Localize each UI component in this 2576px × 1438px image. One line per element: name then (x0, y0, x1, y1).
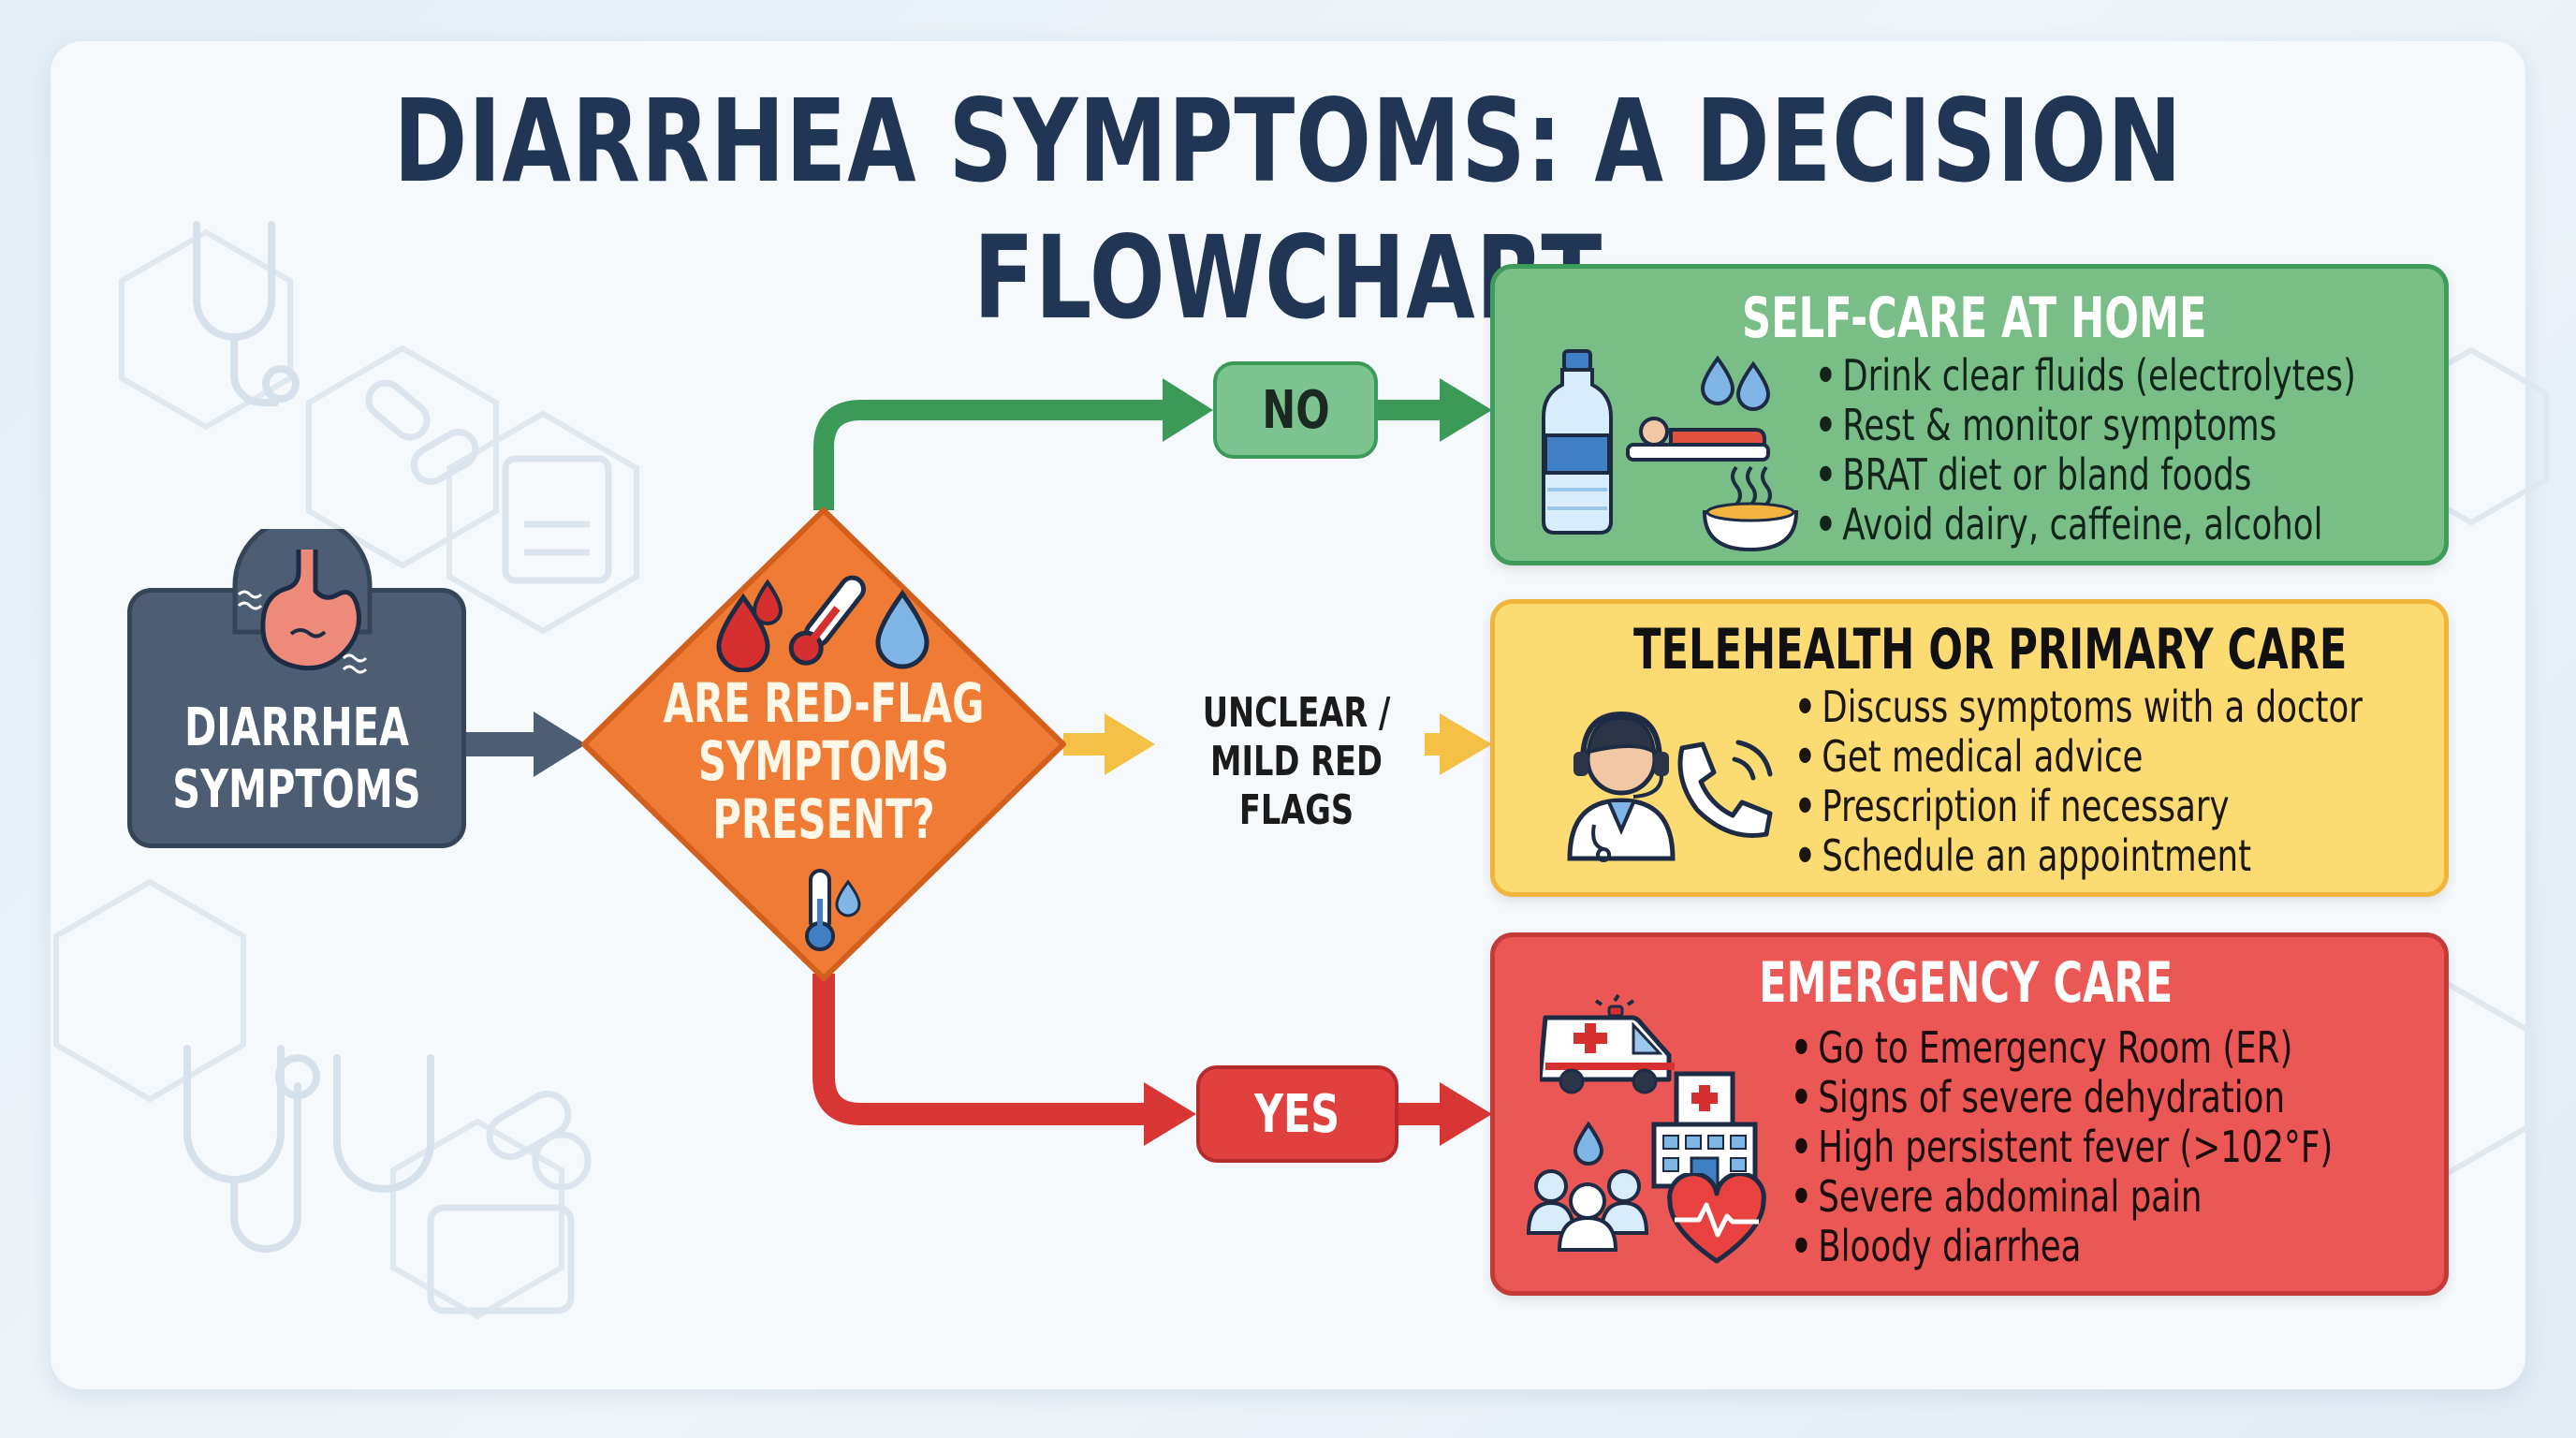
stomach-icon (232, 529, 373, 674)
list-item: Prescription if necessary (1794, 782, 2363, 831)
small-thermometer-icon (805, 869, 861, 951)
list-item: Drink clear fluids (electrolytes) (1815, 351, 2356, 401)
branch-yes-label: YES (1196, 1065, 1398, 1163)
stethoscope-deco-icon (193, 221, 300, 406)
yes-arrowhead-1 (1144, 1082, 1196, 1146)
list-item: Rest & monitor symptoms (1815, 401, 2356, 450)
phone-call-icon (1677, 740, 1773, 839)
decision-diamond (581, 507, 1066, 981)
decision-question: ARE RED-FLAG SYMPTOMS PRESENT? (663, 671, 985, 851)
emergency-title: EMERGENCY CARE (1759, 950, 2174, 1016)
outcome-emergency: EMERGENCY CARE Go to Emergency Room (ER) (1490, 932, 2449, 1296)
arrow-yes-branch (812, 974, 1445, 1125)
thermometer-icon (788, 575, 866, 666)
list-item: BRAT diet or bland foods (1815, 450, 2356, 500)
emergency-list: Go to Emergency Room (ER) Signs of sever… (1791, 1023, 2422, 1271)
decision-icons (716, 575, 929, 672)
water-bottle-icon (1542, 349, 1613, 535)
list-item: Get medical advice (1794, 732, 2363, 782)
self-care-list: Drink clear fluids (electrolytes) Rest &… (1815, 351, 2444, 550)
branch-yes-text: YES (1254, 1083, 1340, 1145)
branch-unclear-label: UNCLEAR / MILD RED FLAGS (1202, 689, 1391, 834)
heartbeat-icon (1667, 1173, 1766, 1264)
water-drops-icon (1700, 355, 1771, 411)
list-item: Avoid dairy, caffeine, alcohol (1815, 500, 2356, 550)
stethoscope-deco-icon-2 (183, 1045, 434, 1253)
list-item: High persistent fever (>102°F) (1791, 1123, 2333, 1172)
branch-no-label: NO (1213, 361, 1378, 459)
list-item: Go to Emergency Room (ER) (1791, 1023, 2333, 1073)
pills-deco-icon (365, 379, 592, 1191)
list-item: Severe abdominal pain (1791, 1172, 2333, 1222)
telehealth-title: TELEHEALTH OR PRIMARY CARE (1633, 617, 2348, 682)
arrow-unclear-branch (1063, 713, 1492, 775)
list-item: Signs of severe dehydration (1791, 1073, 2333, 1123)
arrow-no-branch (813, 400, 1443, 510)
page-title: DIARRHEA SYMPTOMS: A DECISION FLOWCHART (393, 75, 2183, 345)
start-node: DIARRHEA SYMPTOMS (127, 529, 466, 848)
list-item: Schedule an appointment (1794, 831, 2363, 881)
branch-no-text: NO (1261, 379, 1330, 441)
self-care-title: SELF-CARE AT HOME (1742, 286, 2207, 351)
yes-arrowhead-2 (1440, 1082, 1492, 1146)
blood-drop-icon (716, 579, 783, 672)
clipboard-deco-icon (427, 455, 612, 1314)
doctor-headset-icon (1567, 711, 1676, 862)
list-item: Bloody diarrhea (1791, 1222, 2333, 1271)
no-arrowhead-1 (1163, 378, 1213, 442)
arrow-start-to-decision (466, 712, 586, 777)
list-item: Discuss symptoms with a doctor (1794, 682, 2363, 732)
people-icon (1527, 1121, 1648, 1252)
start-label: DIARRHEA SYMPTOMS (172, 697, 421, 820)
hospital-icon (1651, 1071, 1758, 1189)
outcome-telehealth: TELEHEALTH OR PRIMARY CARE Discuss sympt… (1490, 599, 2449, 897)
telehealth-list: Discuss symptoms with a doctor Get medic… (1794, 682, 2455, 881)
soup-bowl-icon (1702, 465, 1799, 552)
no-arrowhead-2 (1440, 378, 1492, 442)
outcome-self-care: SELF-CARE AT HOME Drink clear fluids (el… (1490, 264, 2449, 565)
ambulance-icon (1540, 993, 1675, 1094)
resting-person-icon (1626, 417, 1770, 462)
water-drop-icon (875, 589, 929, 669)
